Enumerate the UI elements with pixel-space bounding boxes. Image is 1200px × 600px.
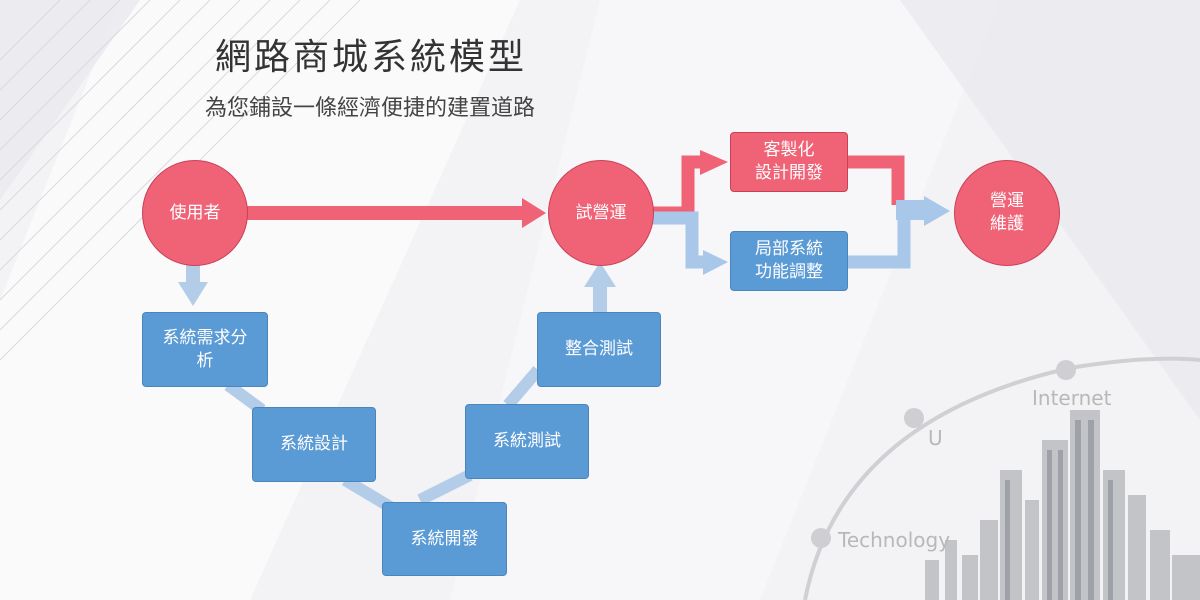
node-operation-maintenance: 營運 維護 [954, 160, 1060, 266]
arrow-trial-to-custom [650, 155, 703, 220]
internet-label: Internet [1032, 386, 1112, 410]
connector-develop-test [417, 469, 473, 506]
node-user: 使用者 [142, 160, 248, 266]
node-local-adjustment: 局部系統 功能調整 [730, 231, 848, 291]
node-requirements-analysis: 系統需求分 析 [142, 312, 268, 387]
arrow-merge-to-operate [924, 196, 950, 226]
arrow-user-to-trial [246, 198, 546, 228]
connector-test-integration [503, 366, 543, 409]
arrow-custom-to-merge [848, 155, 905, 205]
node-req-line1: 系統需求分 [162, 327, 248, 348]
connector-req-design [224, 380, 266, 415]
node-system-testing: 系統測試 [465, 404, 589, 479]
node-operate-line2: 維護 [990, 214, 1024, 234]
node-trial-operation: 試營運 [548, 160, 654, 266]
node-test-label: 系統測試 [493, 431, 561, 452]
node-system-development: 系統開發 [382, 502, 507, 576]
technology-label: Technology [838, 528, 951, 552]
node-design-label: 系統設計 [280, 434, 348, 455]
arrow-local-to-merge [848, 215, 911, 269]
node-req-line2: 析 [196, 350, 214, 371]
page-subtitle: 為您鋪設一條經濟便捷的建置道路 [205, 96, 536, 121]
node-develop-label: 系統開發 [410, 528, 479, 549]
arrow-integration-to-trial [584, 262, 616, 315]
arrow-trial-to-local [650, 211, 705, 269]
node-trial-label: 試營運 [575, 202, 627, 223]
node-user-label: 使用者 [169, 202, 221, 223]
node-local-line2: 功能調整 [755, 262, 823, 282]
node-integration-label: 整合測試 [565, 339, 633, 360]
node-operate-line1: 營運 [990, 191, 1024, 212]
node-integration-testing: 整合測試 [537, 312, 661, 387]
page-title: 網路商城系統模型 [215, 37, 528, 78]
node-system-design: 系統設計 [252, 407, 376, 482]
node-custom-line1: 客製化 [763, 140, 815, 161]
u-label: U [928, 426, 943, 450]
node-custom-line2: 設計開發 [755, 163, 823, 183]
node-custom-development: 客製化 設計開發 [730, 132, 848, 192]
node-local-line1: 局部系統 [755, 239, 823, 260]
